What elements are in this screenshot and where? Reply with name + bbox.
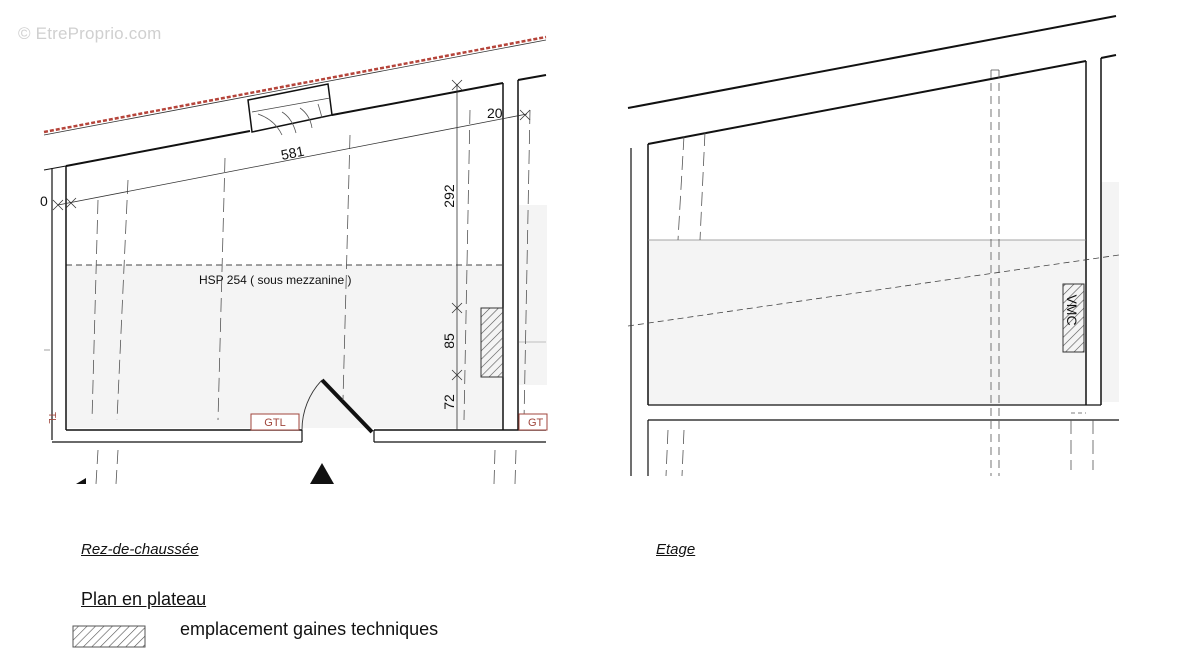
- mezzanine-area: [66, 265, 503, 428]
- dimension-72: 72: [441, 394, 457, 410]
- upper-roof-ext: [1100, 54, 1117, 59]
- door-swing-arc: [301, 379, 323, 431]
- legend-title: Plan en plateau: [81, 589, 207, 609]
- roof-tiles: [43, 35, 547, 134]
- upper-vertical-dashed: [990, 69, 1000, 476]
- ground-floor-caption: Rez-de-chaussée: [81, 541, 199, 558]
- upper-roof-outer: [627, 15, 1117, 109]
- neighbor-area: [519, 205, 547, 385]
- dimension-0: 0: [40, 193, 48, 209]
- gtl-box: [250, 413, 300, 431]
- skylight-opening: [257, 103, 323, 136]
- ground-floor-plan: 581 20 0 292 85 72 HSP 254 ( sous mezzan…: [40, 35, 548, 485]
- upper-mezzanine-area: [648, 240, 1086, 405]
- upper-floor-plan: VMC: [627, 15, 1120, 477]
- gtl-box-right: [518, 413, 548, 431]
- upper-beam-lines: [665, 131, 1094, 477]
- top-wall-left: [65, 130, 251, 167]
- skylight-frame: [251, 97, 331, 113]
- beam-lines: [91, 109, 531, 485]
- vmc-label: VMC: [1064, 294, 1080, 325]
- top-wall-right: [331, 82, 504, 116]
- upper-roof-inner: [647, 60, 1087, 145]
- vertical-dim-ticks: [451, 79, 463, 381]
- upper-floor-caption: Etage: [656, 541, 696, 558]
- dimension-85: 85: [441, 333, 457, 349]
- gtl-label: GTL: [264, 417, 285, 429]
- door-leaf: [320, 378, 374, 434]
- skylight: [247, 83, 333, 133]
- gtl-label-left: TL: [46, 412, 57, 424]
- roof-line: [43, 39, 547, 136]
- upper-sloped-dashed: [627, 254, 1120, 327]
- watermark: © EtreProprio.com: [18, 24, 162, 43]
- vmc-shaft: [1062, 283, 1085, 353]
- legend-shaft-label: emplacement gaines techniques: [180, 619, 439, 639]
- upper-neighbor-area: [1101, 182, 1119, 402]
- top-wall-right-ext: [517, 74, 547, 81]
- dimension-line-sloped: [57, 113, 528, 206]
- top-wall-left-outer: [43, 165, 67, 171]
- entrance-arrow-icon: [310, 463, 334, 484]
- hsp-label: HSP 254 ( sous mezzanine ): [199, 273, 352, 287]
- dimension-581: 581: [280, 143, 306, 163]
- technical-shaft: [480, 307, 504, 378]
- dimension-292: 292: [441, 184, 457, 208]
- neighbor-arrow-icon: [76, 478, 86, 484]
- dimension-20: 20: [487, 105, 503, 121]
- dim-tick-marks: [52, 109, 531, 211]
- legend-hatch-swatch: [72, 625, 146, 648]
- gtl-label-right: GT: [528, 417, 544, 429]
